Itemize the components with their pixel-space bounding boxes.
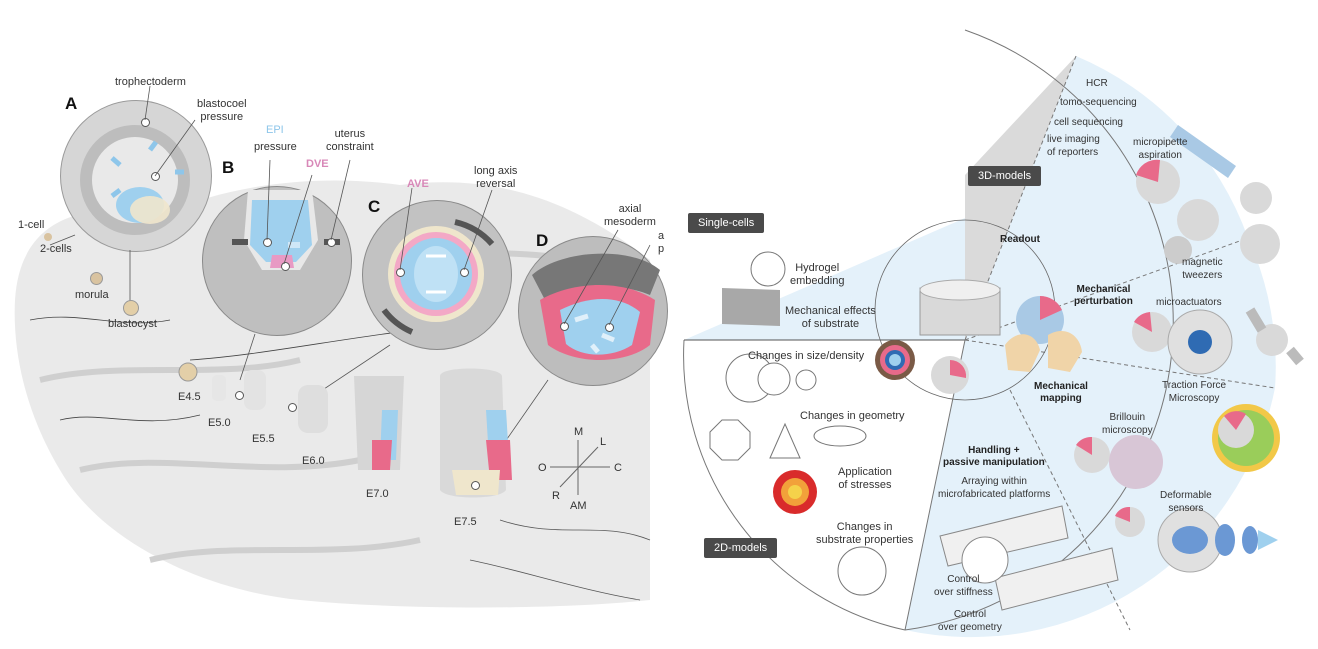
label-arraying-platforms: Arraying within microfabricated platform… [938,476,1051,500]
label-microactuators: microactuators [1156,297,1222,308]
stage-blastocyst: blastocyst [108,318,157,330]
stage-e50: E5.0 [208,417,231,429]
axis-am: AM [570,500,587,512]
stage-e55: E5.5 [252,433,275,445]
panel-label-b: B [222,158,235,177]
axis-o: O [538,462,547,474]
stage-morula: morula [75,289,109,301]
readout-item: tomo-sequencing [1060,97,1137,108]
label-control-geometry: Control over geometry [938,609,1002,633]
panel-label-a: A [65,94,78,113]
readout-title: Readout [1000,234,1040,245]
stage-blastocyst-dot [123,300,139,316]
axis-r: R [552,490,560,502]
pointer-dot [288,403,297,412]
label-axial-mesoderm: axial mesoderm [604,203,656,228]
pill-single-cells: Single-cells [688,213,765,233]
label-micropipette-aspiration: micropipette aspiration [1133,137,1188,161]
readout-item: cell sequencing [1054,117,1123,128]
label-ap: a p [658,230,665,255]
label-hydrogel-embedding: Hydrogel embedding [790,262,845,287]
stage-morula-dot [90,272,103,285]
readout-item: HCR [1086,78,1108,89]
handling-title: Handling + passive manipulation [943,445,1045,468]
label-mechanical-effects-substrate: Mechanical effects of substrate [785,305,876,330]
axis-l: L [600,436,607,448]
readout-sector [965,56,1076,340]
label-magnetic-tweezers: magnetic tweezers [1182,257,1223,281]
label-dve: DVE [306,158,329,170]
label-application-stresses: Application of stresses [838,466,892,491]
label-pressure: pressure [254,141,297,153]
stage-1-cell: 1-cell [18,219,45,231]
label-trophectoderm: trophectoderm [115,76,186,88]
mechanical-mapping-title: Mechanical mapping [1034,381,1088,404]
label-uterus-constraint: uterus constraint [326,128,374,153]
stage-e45: E4.5 [178,391,201,403]
label-changes-size-density: Changes in size/density [748,350,865,362]
label-changes-substrate-properties: Changes in substrate properties [816,521,914,546]
label-epi: EPI [266,124,284,136]
label-deformable-sensors: Deformable sensors [1160,490,1212,514]
label-brillouin-microscopy: Brillouin microscopy [1102,412,1153,436]
stage-e70: E7.0 [366,488,389,500]
pointer-dot [235,391,244,400]
pill-2d-models: 2D-models [704,538,778,558]
pointer-dot [281,262,290,271]
readout-item: live imaging of reporters [1047,134,1100,158]
stage-e75: E7.5 [454,516,477,528]
mechanical-perturbation-title: Mechanical perturbation [1074,284,1133,307]
label-changes-geometry: Changes in geometry [800,410,905,422]
label-blastocoel-pressure: blastocoel pressure [197,98,247,123]
label-long-axis-reversal: long axis reversal [474,165,518,190]
pointer-dot [471,481,480,490]
pointer-dot [151,172,160,181]
stage-1-cell-dot [44,233,52,241]
panel-label-c: C [368,197,381,216]
axis-c: C [614,462,622,474]
label-traction-force-microscopy: Traction Force Microscopy [1162,380,1227,404]
axis-m: M [574,426,584,438]
pointer-dot [263,238,272,247]
panel-label-d: D [536,231,549,250]
label-control-stiffness: Control over stiffness [934,574,993,598]
pill-3d-models: 3D-models [968,166,1042,186]
stage-e60: E6.0 [302,455,325,467]
label-ave: AVE [407,178,429,190]
stage-2-cells: 2-cells [40,243,72,255]
